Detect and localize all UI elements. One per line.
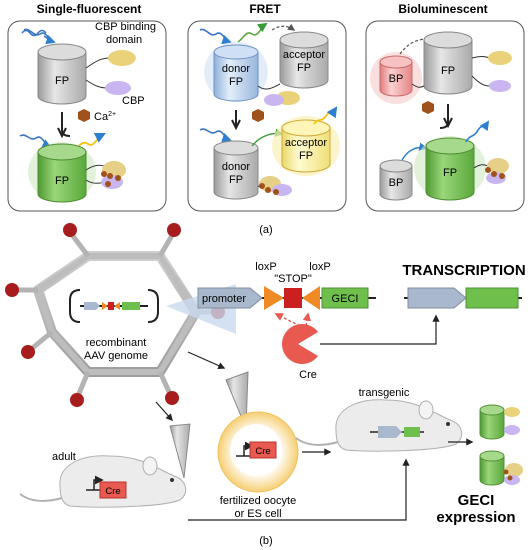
loxp-right-icon [302, 286, 320, 310]
donor-label-1: donor [222, 63, 250, 75]
stop-cassette [284, 288, 302, 308]
fret-title: FRET [249, 2, 281, 16]
fp-barrel-biolum: FP [423, 31, 473, 95]
aav-capsid-icon [5, 223, 225, 407]
cre-oocyte-label: Cre [255, 446, 270, 457]
injection-needle-adult [169, 423, 191, 479]
geci-protein-icon-2 [479, 450, 523, 486]
calcium-label: Ca [94, 111, 109, 123]
geci-gene [321, 287, 369, 309]
fret-panel: FRET donor FP acceptor FP [187, 2, 347, 212]
cre-adult-label: Cre [105, 486, 120, 497]
fp-label: FP [55, 75, 69, 87]
donor-emission-icon [237, 22, 268, 43]
single-title: Single-fluorescent [37, 2, 142, 16]
acceptor-label-1: acceptor [283, 49, 326, 61]
promoter-element [197, 287, 263, 309]
cbp-binding-domain-icon [108, 50, 136, 66]
geci-protein-icon-1 [479, 404, 520, 440]
acceptor2-label-1: acceptor [285, 137, 328, 149]
expression-label-1: GECI [458, 492, 495, 509]
acceptor2-label-2: FP [299, 150, 313, 162]
donor-fp-barrel: donor FP [204, 42, 268, 102]
single-fluorescent-panel: Single-fluorescent FP CBP binding domain… [7, 2, 167, 212]
injection-needle-oocyte [225, 371, 249, 429]
cbp-icon [105, 81, 131, 95]
caption-b: (b) [259, 535, 272, 547]
donor2-label-1: donor [222, 161, 250, 173]
loxp-left-label: loxP [255, 261, 276, 273]
caption-a: (a) [259, 224, 272, 236]
transcription-label: TRANSCRIPTION [402, 262, 525, 279]
expression-label-2: expression [436, 509, 515, 526]
fp-barrel-top: FP [37, 43, 87, 105]
bioluminescent-panel: Bioluminescent BP FP [365, 2, 525, 212]
oocyte-label-1: fertilized oocyte [220, 495, 296, 507]
panel-b: recombinant AAV genome promoter loxP "ST… [5, 223, 526, 547]
aav-label-1: recombinant [86, 337, 147, 349]
bp-barrel-bound: BP [379, 159, 413, 201]
biolum-title: Bioluminescent [398, 2, 487, 16]
aav-label-2: AAV genome [84, 350, 148, 362]
recombination-arrow [320, 314, 440, 345]
cre-enzyme-icon [282, 324, 318, 365]
transgenic-mouse-icon [295, 399, 463, 452]
donor-label-2: FP [229, 76, 243, 88]
transgenic-label: transgenic [359, 387, 410, 399]
fp-label-bound: FP [55, 175, 69, 187]
calcium-icon-fret [252, 109, 264, 122]
donor2-label-2: FP [229, 174, 243, 186]
excitation-wave-icon [23, 28, 56, 45]
cbp-label: CBP [122, 95, 145, 107]
cbp-binding-label-2: domain [106, 34, 142, 46]
bp-barrel: BP [370, 52, 422, 104]
fp-label-biolum: FP [441, 65, 455, 77]
adult-label: adult [52, 451, 76, 463]
geci-label: GECI [332, 293, 359, 305]
adult-mouse-icon: Cre [19, 455, 187, 508]
oocyte-icon: Cre [217, 411, 299, 493]
acceptor-fp-barrel-bound: acceptor FP [272, 116, 340, 176]
calcium-charge: 2+ [108, 111, 116, 118]
construct-diagram: promoter loxP "STOP" loxP GECI [197, 261, 376, 310]
aav-genome-icon [69, 289, 159, 323]
fp-barrel-bound: FP [28, 142, 96, 203]
donor-fp-barrel-bound: donor FP [213, 140, 259, 200]
svg-text:Ca2+: Ca2+ [94, 111, 116, 123]
calcium-icon [78, 109, 90, 122]
panel-a: Single-fluorescent FP CBP binding domain… [7, 2, 525, 236]
acceptor-label-2: FP [297, 62, 311, 74]
loxp-right-label: loxP [309, 261, 330, 273]
stop-label: "STOP" [274, 273, 312, 285]
bp-label-bound: BP [389, 177, 404, 189]
oocyte-label-2: or ES cell [234, 508, 281, 520]
promoter-label: promoter [202, 293, 246, 305]
loxp-left-icon [264, 286, 284, 310]
cbp-binding-label-1: CBP binding [95, 21, 156, 33]
recombined-construct [404, 287, 522, 309]
fp-label-biolum-bound: FP [443, 167, 457, 179]
acceptor-fp-barrel: acceptor FP [279, 31, 329, 89]
calcium-icon-biolum [422, 101, 434, 114]
cre-enzyme-label: Cre [299, 369, 317, 381]
bp-label: BP [389, 73, 404, 85]
fp-barrel-biolum-bound: FP [414, 136, 486, 201]
